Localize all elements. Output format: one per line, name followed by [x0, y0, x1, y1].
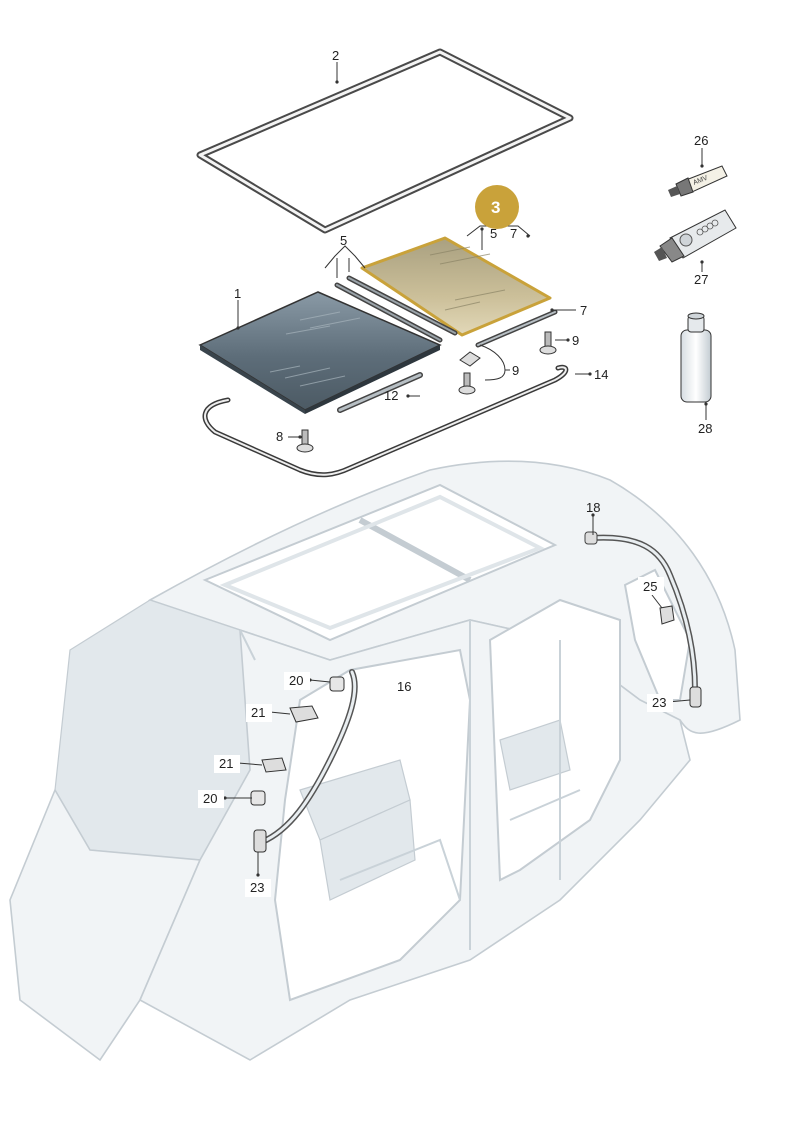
- callout-23-front: 23: [250, 880, 264, 895]
- car-body: [9, 460, 741, 1062]
- lower-seal-14: [202, 364, 569, 478]
- valve-23-rear: [689, 686, 702, 708]
- roof-opening: [202, 483, 558, 642]
- clip-21-lower: [261, 757, 287, 773]
- adhesive-tube-26: AMV: [668, 165, 728, 197]
- callout-5-rails: 5: [340, 233, 347, 248]
- callout-8: 8: [276, 429, 283, 444]
- callout-25: 25: [643, 579, 657, 594]
- screw-9-left: [458, 372, 476, 395]
- highlight-badge-3: [475, 185, 519, 229]
- valve-23-front: [253, 829, 267, 853]
- callout-7-panel: 7: [510, 226, 517, 241]
- callout-9-right: 9: [572, 333, 579, 348]
- cleaner-bottle-28: [680, 312, 712, 403]
- callout-26: 26: [694, 133, 708, 148]
- callout-12: 12: [384, 388, 398, 403]
- clip-20-lower: [250, 790, 266, 806]
- callout-7-strip: 7: [580, 303, 587, 318]
- callout-20-upper: 20: [289, 673, 303, 688]
- nut-9: [459, 351, 481, 367]
- adhesive-tube-27: [654, 209, 737, 263]
- callout-18: 18: [586, 500, 600, 515]
- callout-27: 27: [694, 272, 708, 287]
- seal-frame-2: [196, 48, 574, 234]
- callout-3: 3: [491, 198, 500, 217]
- callout-2: 2: [332, 48, 339, 63]
- clip-20-upper: [329, 676, 345, 692]
- clip-25: [659, 605, 675, 625]
- callout-28: 28: [698, 421, 712, 436]
- callout-20-lower: 20: [203, 791, 217, 806]
- rear-quarter-window: [623, 568, 692, 701]
- callout-16: 16: [397, 679, 411, 694]
- drain-hose-front-16: [259, 669, 358, 845]
- callout-21-upper: 21: [251, 705, 265, 720]
- callout-9-lower: 9: [512, 363, 519, 378]
- drain-hose-rear-18: [584, 531, 698, 693]
- callout-labels: 2 1 3 5 5 7 7 9 9 14 12 8 26 27 28 18 25…: [198, 48, 712, 897]
- callout-21-lower: 21: [219, 756, 233, 771]
- glass-panel-1: [198, 291, 442, 414]
- screw-9-right: [539, 331, 557, 355]
- callout-23-rear: 23: [652, 695, 666, 710]
- highlighted-panel-3: [360, 236, 552, 337]
- clip-21-upper: [289, 705, 319, 723]
- seal-strip-12: [337, 372, 423, 413]
- guide-rail-5: [334, 275, 458, 343]
- callout-1: 1: [234, 286, 241, 301]
- callout-14: 14: [594, 367, 608, 382]
- callout-5-panel: 5: [490, 226, 497, 241]
- screw-8: [296, 429, 314, 453]
- seal-strip-7: [475, 309, 558, 348]
